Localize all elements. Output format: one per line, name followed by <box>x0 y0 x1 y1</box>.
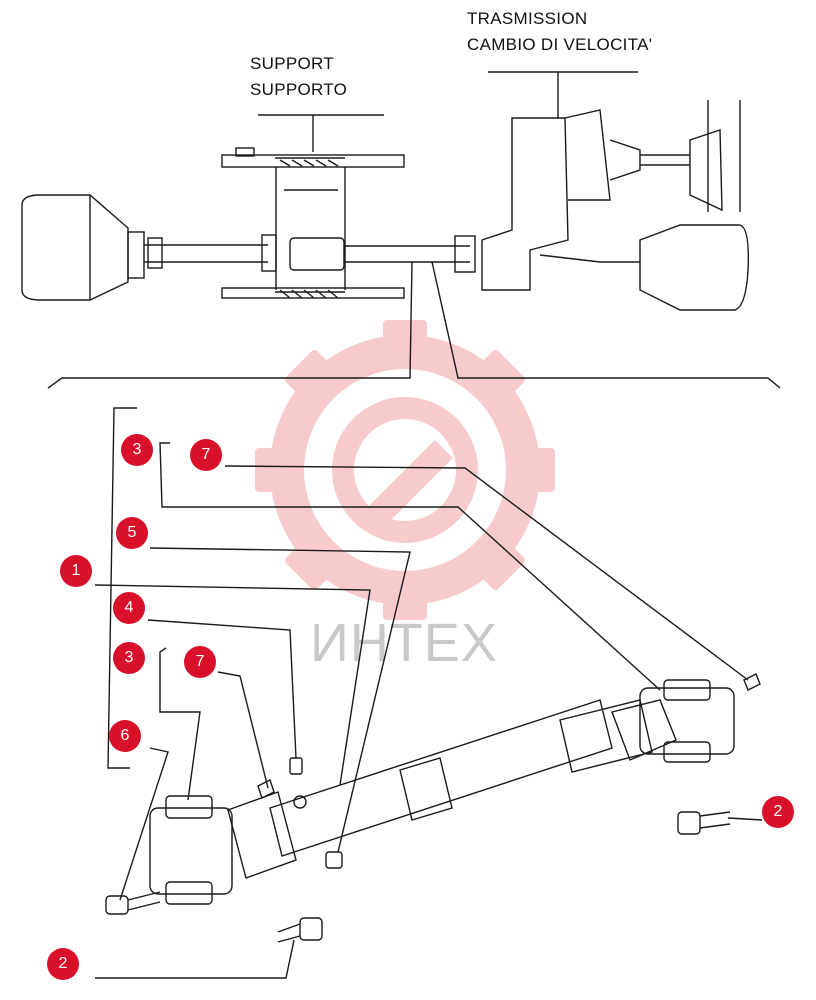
leader-5 <box>149 547 411 853</box>
universal-joint-front <box>149 795 233 905</box>
leader-2-right <box>727 817 763 821</box>
leader-3-mid <box>159 647 201 801</box>
support-label-en: SUPPORT <box>250 54 334 73</box>
leader-1 <box>94 584 371 786</box>
transmission-label-en: TRASMISSION <box>467 9 588 28</box>
leader-2-bottom <box>95 939 295 979</box>
callout-3-mid: 3 <box>113 642 145 674</box>
callout-3-top: 3 <box>121 434 153 466</box>
callout-7-top: 7 <box>190 439 222 471</box>
universal-joint-rear <box>639 679 735 763</box>
grease-nipple-top <box>743 673 761 691</box>
bolt-bottom <box>277 917 323 943</box>
support-leader <box>258 114 384 152</box>
transmission-label-it: CAMBIO DI VELOCITA' <box>467 35 653 54</box>
detail-frame <box>47 261 781 389</box>
left-axle-housing <box>21 194 277 301</box>
leader-6 <box>119 747 169 901</box>
nut <box>325 851 343 869</box>
grease-nipple-yoke <box>257 779 275 799</box>
callout-7-mid: 7 <box>184 646 216 678</box>
callout-5: 5 <box>116 517 148 549</box>
bolt-front <box>105 891 161 915</box>
leader-7-mid <box>217 671 269 789</box>
leader-7-top <box>224 465 749 681</box>
grease-nipple-center <box>289 757 303 775</box>
bolt-right <box>677 811 731 835</box>
transmission-housing <box>481 100 750 311</box>
support-label-it: SUPPORTO <box>250 80 348 99</box>
watermark-text: ИНТЕХ <box>310 613 498 673</box>
callout-1: 1 <box>60 555 92 587</box>
callout-6: 6 <box>109 720 141 752</box>
callout-4: 4 <box>113 592 145 624</box>
callout-2-right: 2 <box>762 796 794 828</box>
leader-4 <box>147 619 297 759</box>
callout-2-bottom: 2 <box>47 948 79 980</box>
transmission-leader <box>488 71 638 118</box>
support-bracket <box>221 147 405 299</box>
group-bracket <box>107 407 137 769</box>
leader-3-top <box>159 442 661 691</box>
overview-propshaft <box>289 235 476 273</box>
